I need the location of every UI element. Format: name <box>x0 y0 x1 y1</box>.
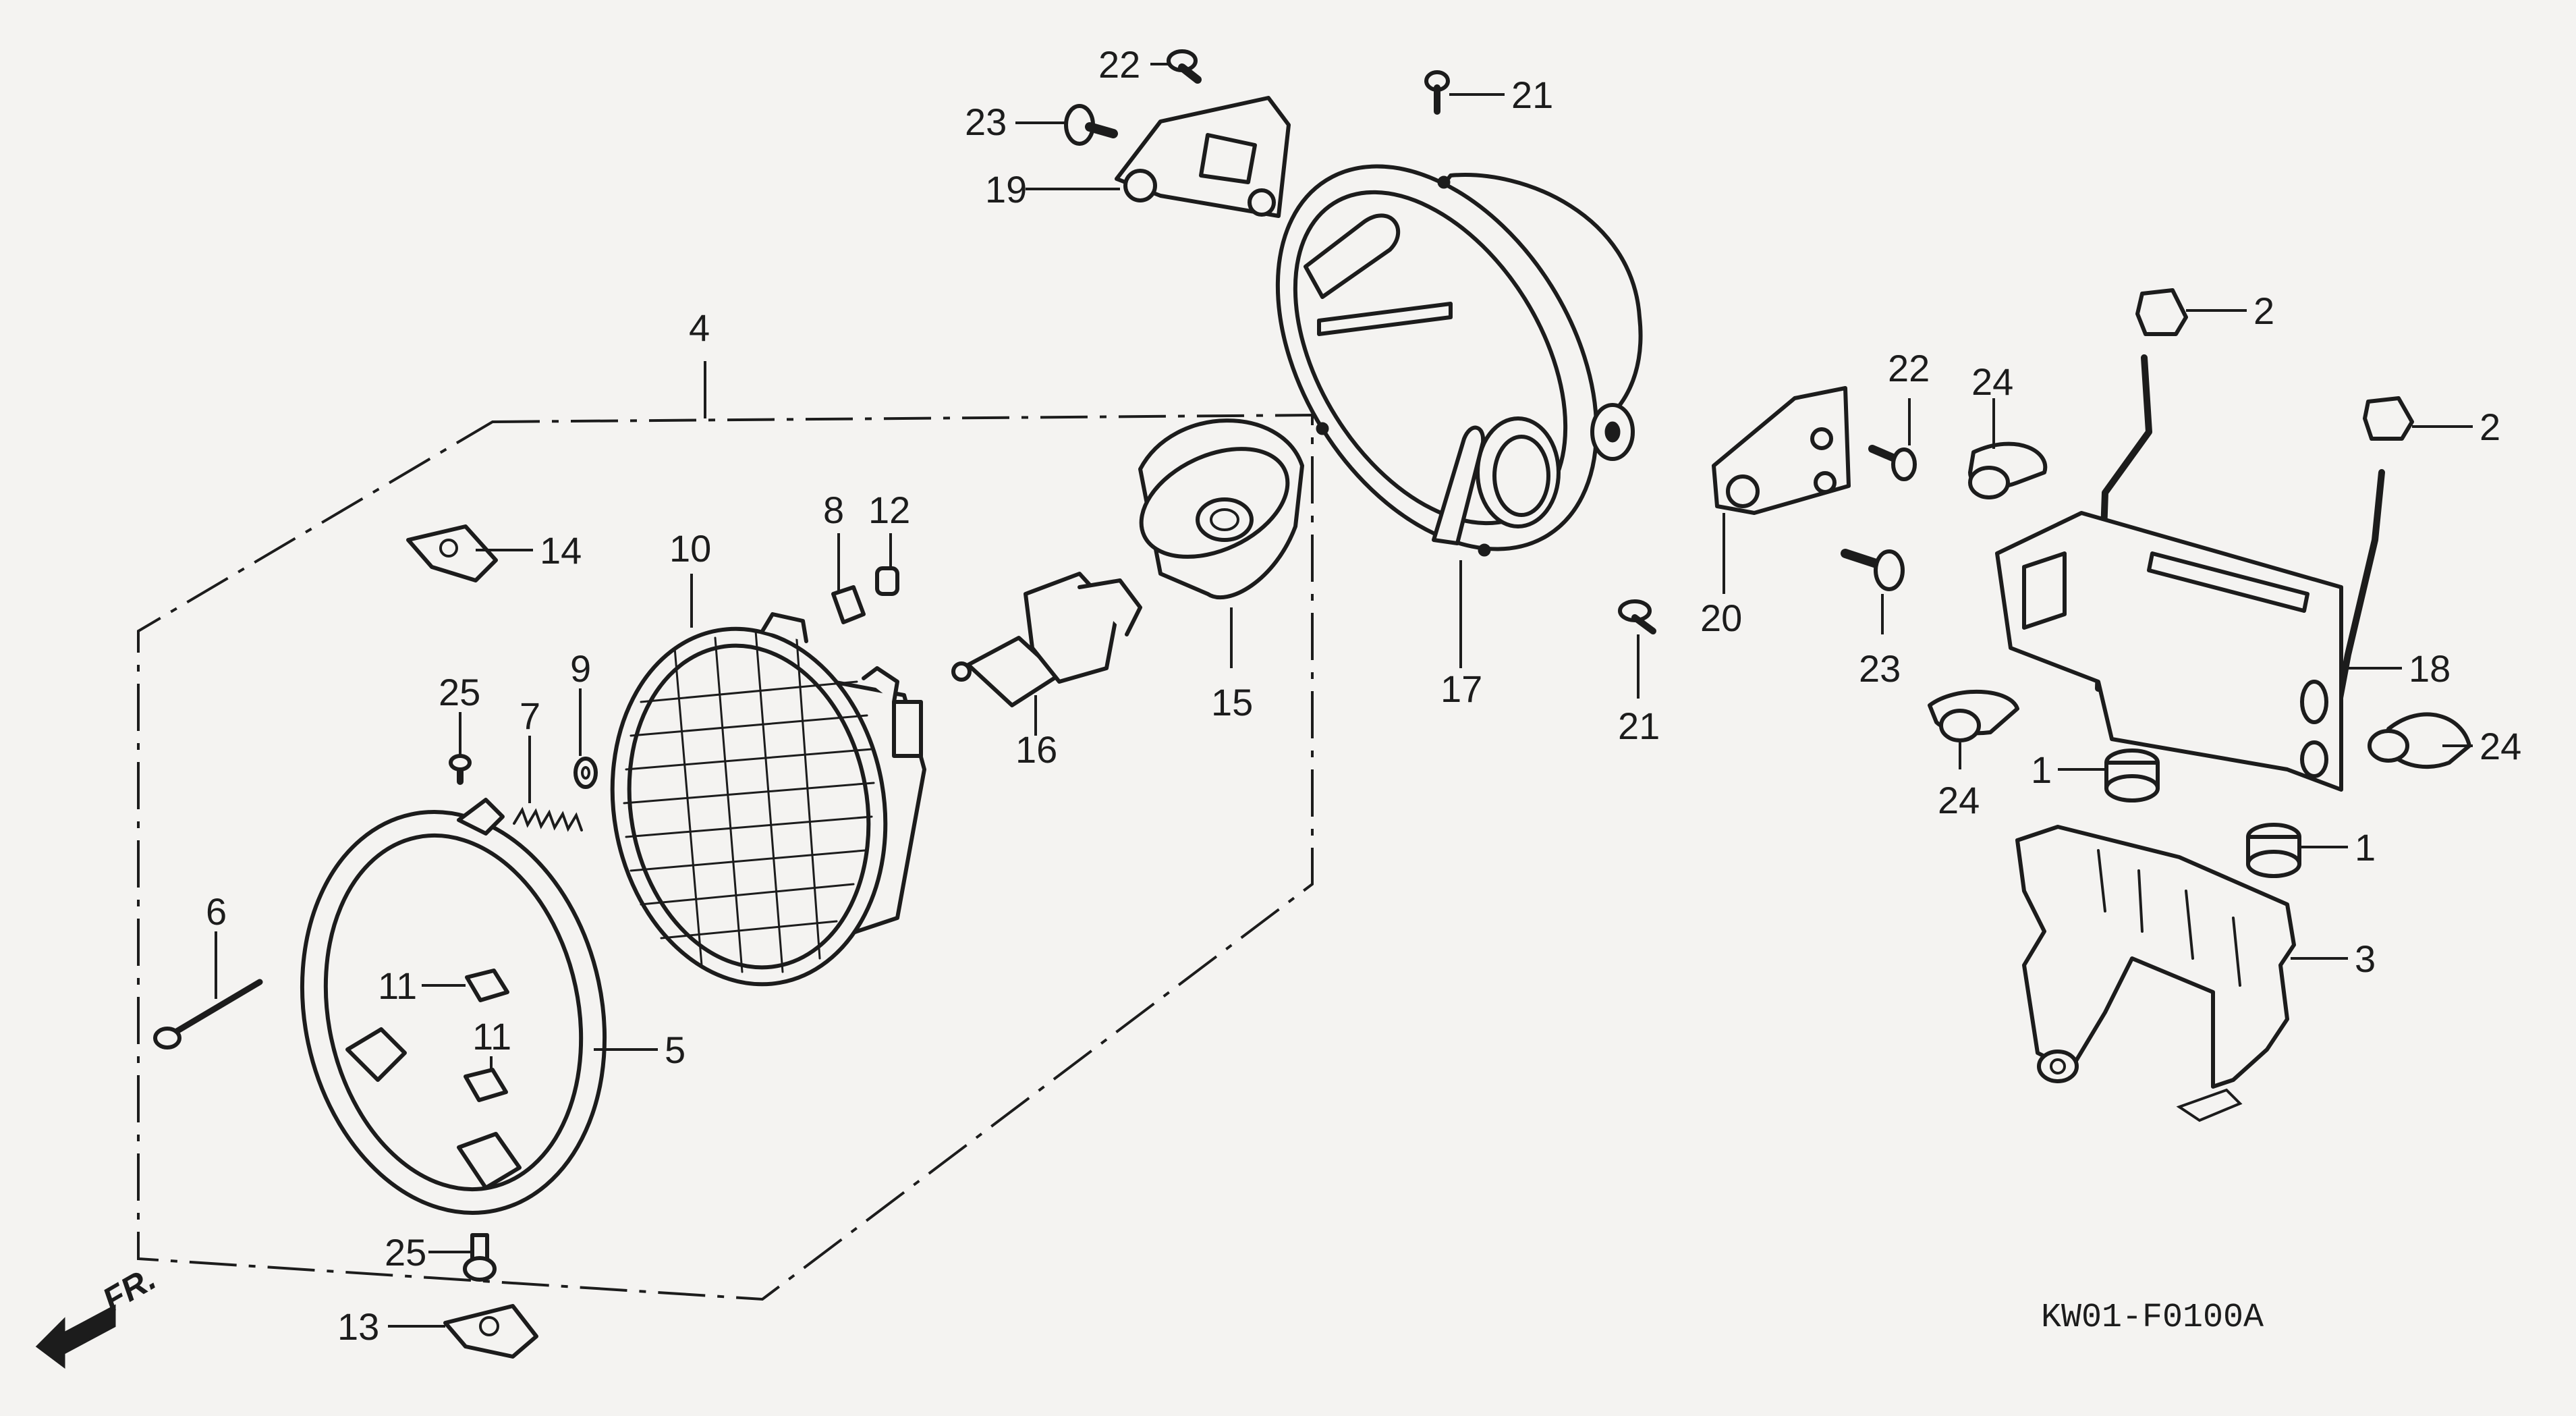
callout-24-top: 24 <box>1971 360 2013 403</box>
screw-lower <box>463 1233 497 1282</box>
headlight-case <box>1275 164 1643 557</box>
callout-15: 15 <box>1211 681 1253 724</box>
callout-20: 20 <box>1700 597 1742 639</box>
callout-2-right: 2 <box>2480 406 2500 448</box>
callout-22-right: 22 <box>1888 347 1930 389</box>
callout-12: 12 <box>868 489 910 531</box>
callout-24-right: 24 <box>2480 725 2521 767</box>
callout-23-right: 23 <box>1859 647 1901 690</box>
clip-nut-upper <box>465 969 509 1002</box>
clip-8 <box>831 585 866 624</box>
nut-2-right <box>2363 396 2414 441</box>
callout-23-top: 23 <box>965 101 1007 143</box>
cable-clip-left <box>1928 689 2019 742</box>
callout-21-lower: 21 <box>1618 705 1660 747</box>
clip-nut-lower <box>464 1068 508 1102</box>
callout-4: 4 <box>689 306 710 349</box>
callout-10: 10 <box>669 527 711 570</box>
drawing-code: KW01-F0100A <box>2041 1299 2264 1337</box>
callout-11-lower: 11 <box>472 1015 511 1058</box>
callout-2-top: 2 <box>2253 290 2274 332</box>
callout-11-upper: 11 <box>378 964 417 1007</box>
callout-14: 14 <box>540 529 582 572</box>
callout-16: 16 <box>1015 728 1057 771</box>
collar-12 <box>875 566 899 596</box>
clip-nut-14 <box>406 524 498 582</box>
callout-19: 19 <box>985 168 1027 211</box>
dust-cover <box>1138 418 1304 599</box>
adjust-screw <box>153 979 263 1050</box>
callout-8: 8 <box>823 489 844 531</box>
callout-21-top: 21 <box>1511 74 1553 116</box>
callout-1-right: 1 <box>2355 826 2376 869</box>
grommet-1-left <box>2104 748 2160 802</box>
headlight-bulb <box>951 572 1142 707</box>
callout-25-lower: 25 <box>385 1231 426 1274</box>
front-direction-arrow-icon <box>35 1304 116 1369</box>
headlight-rim <box>300 798 607 1215</box>
callout-17: 17 <box>1440 668 1482 710</box>
upper-bracket <box>1115 96 1291 218</box>
side-bracket <box>1712 386 1851 515</box>
callout-25-upper: 25 <box>439 671 480 713</box>
headlight-stay <box>1995 354 2385 792</box>
screw-upper <box>449 754 472 785</box>
callout-6: 6 <box>206 890 227 933</box>
callout-5: 5 <box>665 1029 685 1071</box>
screw-22-top <box>1167 49 1202 84</box>
callout-9: 9 <box>570 647 591 690</box>
screw-23-right <box>1841 549 1905 591</box>
lower-bracket <box>2015 825 2296 1122</box>
screw-22-right <box>1868 445 1917 481</box>
grommet-1-right <box>2246 823 2301 878</box>
screw-21-lower <box>1618 599 1656 634</box>
callout-3: 3 <box>2355 937 2376 980</box>
callout-22-top: 22 <box>1098 43 1140 86</box>
nut-2-top <box>2135 288 2188 336</box>
adjust-spring <box>513 807 583 832</box>
headlight-lens-unit <box>610 612 926 987</box>
callout-1-left: 1 <box>2031 748 2052 791</box>
callout-7: 7 <box>520 695 540 737</box>
cable-clip-top <box>1968 441 2048 499</box>
callout-24-left: 24 <box>1938 779 1980 821</box>
screw-21-top <box>1424 70 1450 115</box>
cable-clip-right <box>2368 712 2471 769</box>
clip-nut-13 <box>443 1304 538 1359</box>
screw-23-top <box>1064 104 1118 146</box>
callout-13: 13 <box>337 1305 379 1348</box>
washer <box>573 757 598 789</box>
callout-18: 18 <box>2409 647 2451 690</box>
